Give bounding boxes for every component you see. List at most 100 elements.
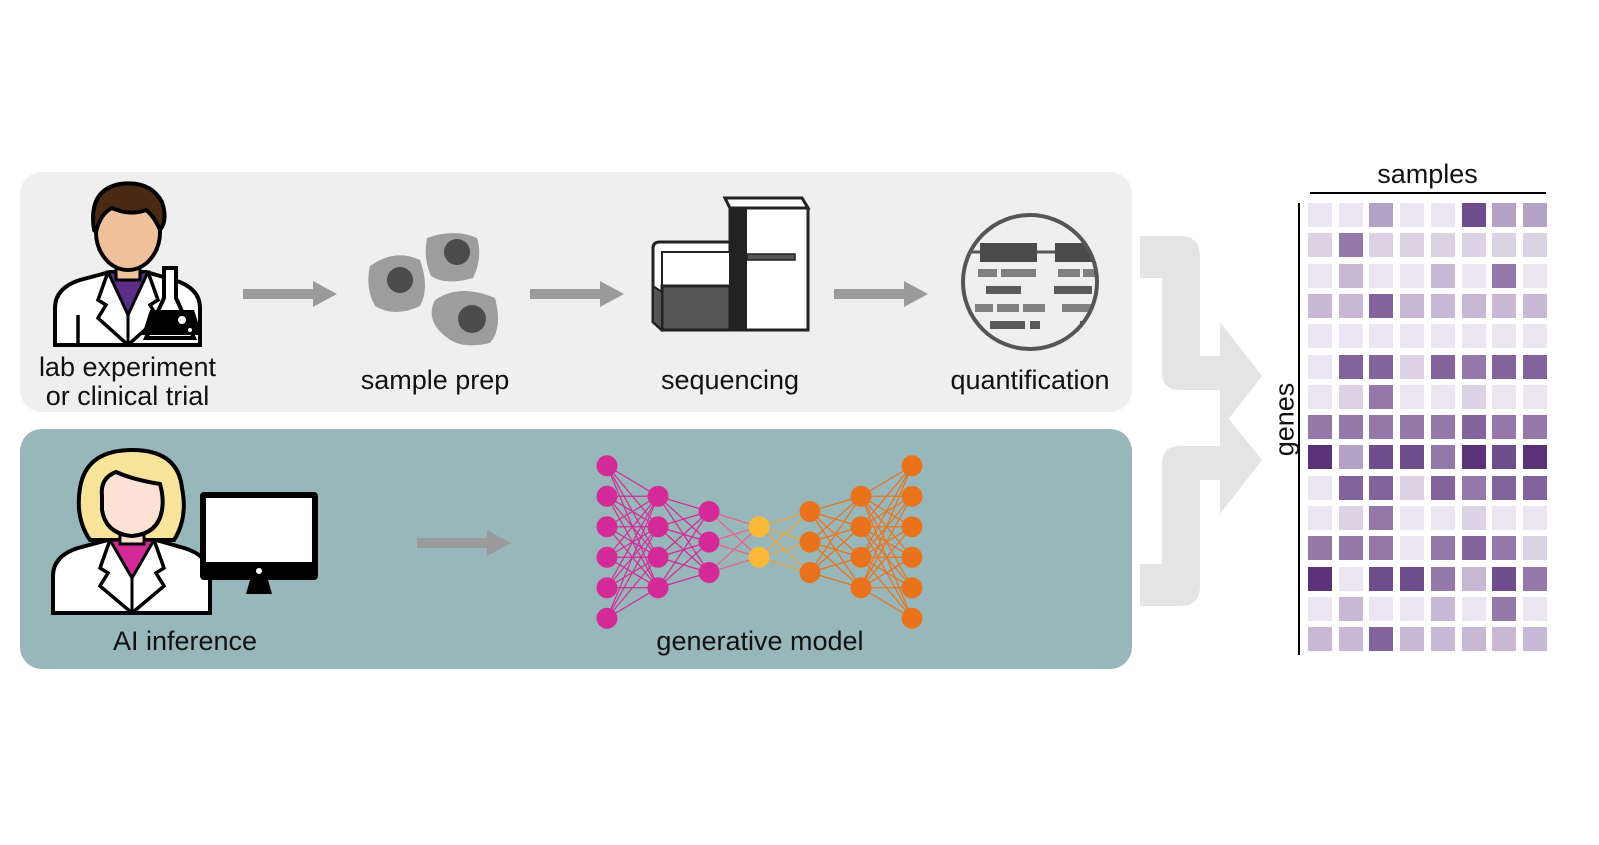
heatmap-cell — [1400, 506, 1425, 530]
merge-arrows-icon — [1140, 236, 1262, 606]
network-edge — [860, 465, 913, 558]
heatmap-cell — [1522, 293, 1547, 318]
heatmap-cell — [1461, 293, 1486, 318]
heatmap-cell — [1430, 293, 1455, 318]
network-edge — [657, 511, 710, 558]
heatmap-cell — [1400, 324, 1425, 349]
network-edge — [809, 495, 862, 543]
heatmap-cell — [1430, 415, 1455, 440]
cells-icon — [368, 233, 499, 346]
heatmap — [1308, 203, 1548, 655]
heatmap-cell — [1522, 536, 1547, 561]
network-edge — [860, 465, 913, 588]
network-node — [647, 485, 669, 507]
heatmap-cell — [1400, 536, 1425, 561]
heatmap-cell — [1369, 536, 1394, 561]
heatmap-cell — [1461, 445, 1486, 470]
heatmap-cell — [1522, 475, 1547, 500]
heatmap-cell — [1430, 324, 1455, 349]
heatmap-x-label: samples — [1377, 159, 1478, 189]
heatmap-cell — [1369, 324, 1394, 349]
network-edge — [606, 526, 659, 619]
heatmap-cell — [1430, 627, 1455, 652]
heatmap-cell — [1461, 354, 1486, 379]
heatmap-cell — [1338, 506, 1363, 530]
heatmap-cell — [1461, 506, 1486, 530]
heatmap-cell — [1369, 203, 1394, 227]
quantification-label: quantification — [950, 365, 1110, 395]
network-node — [647, 516, 669, 538]
arrow-right-icon — [530, 281, 624, 307]
network-edge — [809, 495, 862, 573]
heatmap-cell — [1430, 384, 1455, 409]
scientist-with-computer-icon — [51, 447, 318, 615]
heatmap-cell — [1461, 263, 1486, 288]
heatmap-cell — [1461, 566, 1486, 591]
sample-prep-label: sample prep — [360, 365, 510, 395]
heatmap-cell — [1492, 566, 1517, 591]
heatmap-cell — [1461, 536, 1486, 561]
heatmap-cell — [1308, 384, 1332, 409]
heatmap-cell — [1369, 506, 1394, 530]
heatmap-cell — [1308, 566, 1332, 591]
heatmap-cell — [1522, 566, 1547, 591]
neural-network-icon — [596, 455, 923, 629]
heatmap-y-label: genes — [1269, 382, 1300, 457]
network-node — [799, 501, 821, 522]
heatmap-cell — [1522, 233, 1547, 258]
heatmap-cell — [1430, 536, 1455, 561]
heatmap-cell — [1400, 203, 1425, 227]
network-node — [799, 531, 821, 553]
network-node — [850, 516, 872, 538]
network-edge — [860, 495, 913, 589]
heatmap-cell — [1338, 445, 1363, 470]
heatmap-cell — [1338, 536, 1363, 561]
heatmap-cell — [1430, 354, 1455, 379]
heatmap-cell — [1430, 263, 1455, 288]
network-node — [596, 485, 618, 507]
heatmap-cell — [1522, 384, 1547, 409]
heatmap-cell — [1369, 596, 1394, 621]
heatmap-cell — [1430, 445, 1455, 470]
heatmap-cell — [1492, 203, 1517, 227]
network-edge — [606, 495, 659, 558]
heatmap-cell — [1522, 596, 1547, 621]
network-edge — [809, 526, 862, 573]
heatmap-cell — [1492, 627, 1517, 652]
heatmap-cell — [1400, 596, 1425, 621]
network-node — [698, 501, 720, 522]
network-node — [850, 577, 872, 599]
lab-experiment-label: lab experiment or clinical trial — [25, 353, 230, 411]
network-node — [901, 607, 923, 629]
heatmap-cell — [1369, 415, 1394, 440]
network-node — [901, 455, 923, 477]
network-edge — [606, 496, 659, 619]
heatmap-cell — [1308, 324, 1332, 349]
heatmap-cell — [1338, 233, 1363, 258]
heatmap-cell — [1461, 384, 1486, 409]
heatmap-cell — [1369, 354, 1394, 379]
network-edge — [860, 526, 913, 589]
heatmap-cell — [1338, 566, 1363, 591]
network-edge — [606, 556, 659, 619]
heatmap-cell — [1400, 415, 1425, 440]
heatmap-cell — [1400, 233, 1425, 258]
heatmap-cell — [1461, 596, 1486, 621]
heatmap-cell — [1461, 233, 1486, 258]
heatmap-cell — [1461, 627, 1486, 652]
arrow-right-icon — [243, 281, 337, 307]
network-node — [850, 485, 872, 507]
heatmap-cell — [1400, 475, 1425, 500]
network-edge — [860, 465, 913, 528]
heatmap-cell — [1338, 627, 1363, 652]
heatmap-cell — [1338, 384, 1363, 409]
heatmap-cell — [1338, 415, 1363, 440]
network-node — [596, 577, 618, 599]
label-line-2: or clinical trial — [45, 381, 210, 411]
network-edge — [708, 526, 760, 573]
heatmap-cell — [1492, 415, 1517, 440]
heatmap-cell — [1369, 445, 1394, 470]
heatmap-cell — [1492, 293, 1517, 318]
heatmap-cell — [1400, 566, 1425, 591]
heatmap-cell — [1400, 263, 1425, 288]
